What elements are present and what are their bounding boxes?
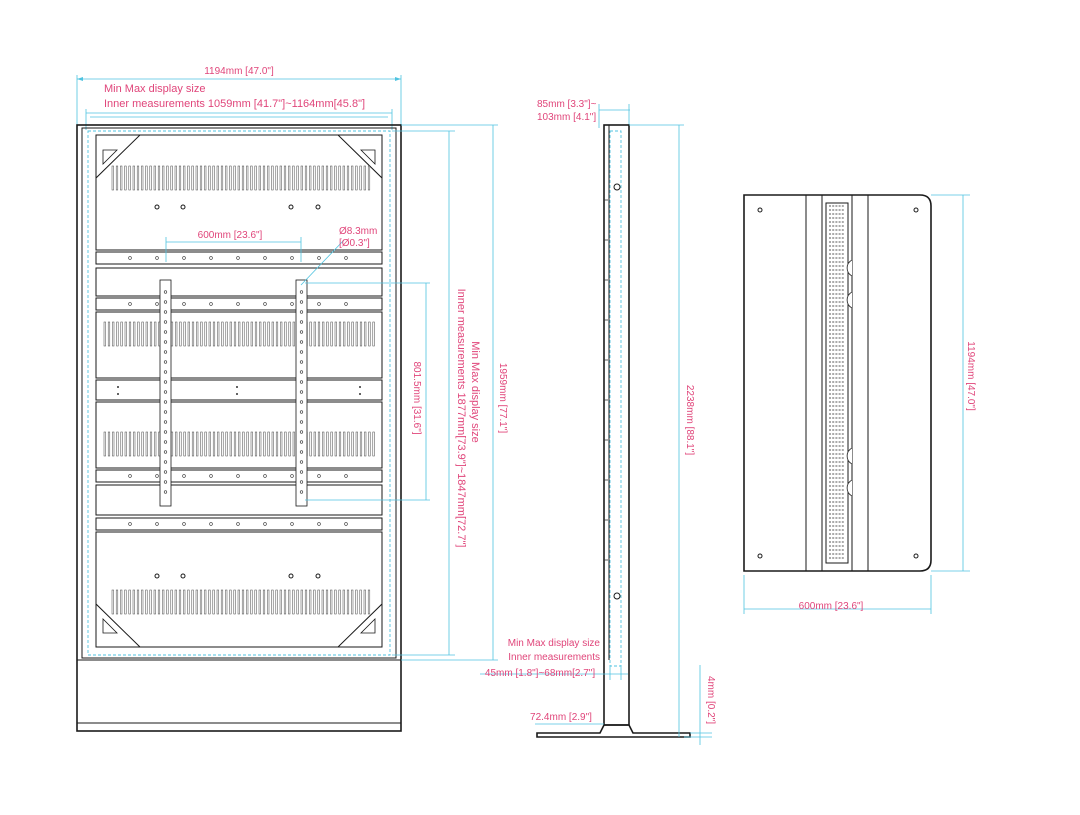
base-width-label: 72.4mm [2.9"] [530, 712, 592, 723]
side-ticks [604, 199, 608, 561]
top-view-plate [743, 194, 932, 572]
top-length-label: 1194mm [47.0"] [965, 341, 976, 411]
bracket-holes [163, 290, 304, 494]
side-display-size-title: Min Max display size [508, 638, 601, 649]
side-inner-depth-label: 45mm [1.8"]~68mm[2.7"] [485, 668, 595, 679]
side-foot [536, 724, 691, 738]
display-size-title: Min Max display size [104, 83, 205, 95]
top-width-label: 600mm [23.6"] [799, 601, 864, 612]
vent-grille-top [111, 165, 371, 191]
overall-height-label: 1959mm [77.1"] [497, 363, 508, 433]
depth-top-label: 85mm [3.3"]~ [537, 99, 597, 110]
side-view: 85mm [3.3"]~ 103mm [4.1"] 2238mm [88.1"]… [480, 99, 716, 745]
display-inner-width-label: Inner measurements 1059mm [41.7"]~1164mm… [104, 98, 365, 110]
display-inner-height-label: Inner measurements 1877mm[73.9"]~1847mm[… [455, 289, 467, 548]
vesa-height-label: 801.5mm [31.6"] [411, 361, 422, 434]
base-thickness-label: 4mm [0.2"] [705, 676, 716, 724]
total-height-label: 2238mm [88.1"] [684, 385, 695, 455]
top-view: 600mm [23.6"] 1194mm [47.0"] [743, 194, 976, 614]
depth-bottom-label: 103mm [4.1"] [537, 112, 596, 123]
hole-diameter-label: Ø8.3mm [339, 226, 377, 237]
vent-grille-middle [103, 321, 375, 457]
kiosk-outer-frame [76, 124, 402, 732]
top-vent-grille [829, 205, 853, 559]
vent-grille-bottom [111, 589, 371, 615]
side-inner-label: Inner measurements [508, 652, 600, 663]
vesa-width-label: 600mm [23.6"] [198, 230, 263, 241]
side-column [603, 124, 630, 726]
front-view: 1194mm [47.0"] Min Max display size Inne… [76, 66, 508, 732]
rail-holes [117, 256, 361, 526]
hole-diameter-inch-label: [Ø0.3"] [339, 238, 370, 249]
display-size-title-vertical: Min Max display size [469, 341, 481, 442]
overall-width-label: 1194mm [47.0"] [204, 66, 274, 77]
